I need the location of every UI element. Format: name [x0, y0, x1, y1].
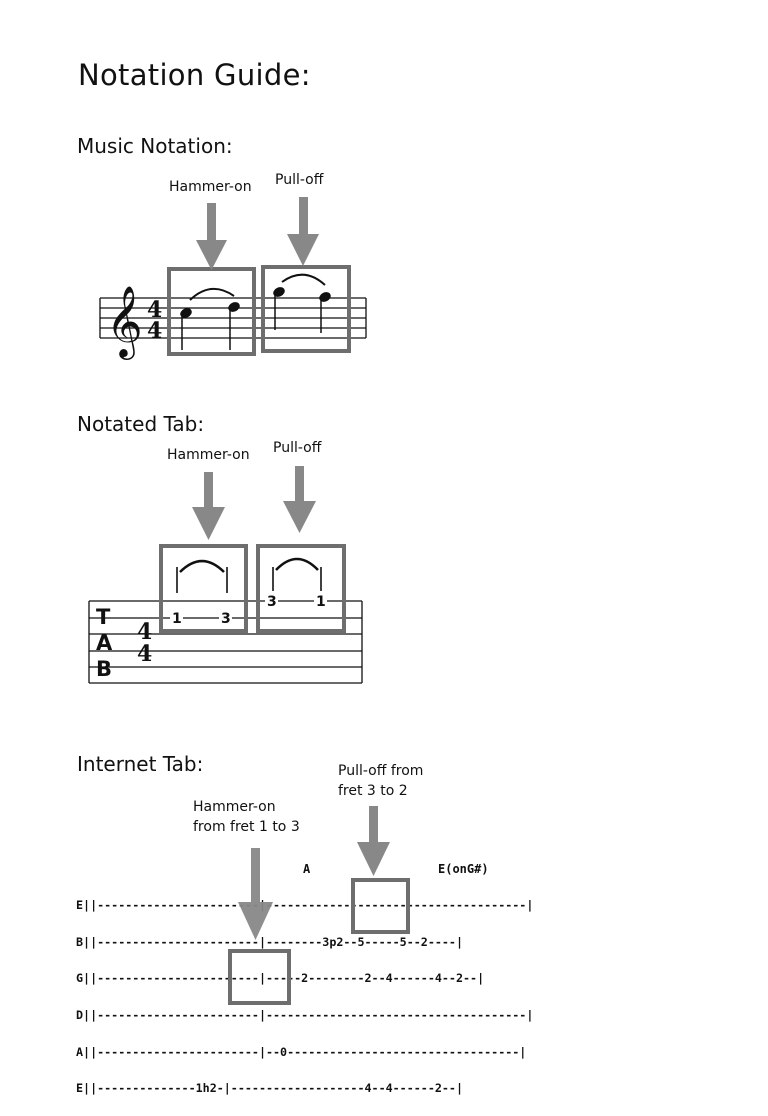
tab-hammer-to-fret: 3 [221, 611, 231, 627]
tab-line-b: B||-----------------------|--------3p2--… [76, 934, 464, 949]
tab-hammer-on-label: Hammer-on [167, 447, 250, 463]
internet-hammer-on-label: Hammer-on from fret 1 to 3 [193, 799, 300, 835]
music-notation-diagram: 𝄞 4 4 [99, 197, 367, 360]
tab-time-sig-top: 4 [137, 619, 152, 645]
music-pull-off-arrow [287, 197, 319, 266]
tab-line-d: D||-----------------------|-------------… [76, 1008, 534, 1023]
tab-time-sig-bottom: 4 [137, 641, 152, 667]
internet-hammer-on-arrow [238, 848, 273, 940]
chord-label-e-on-g-sharp: E(onG#) [438, 862, 489, 876]
pull-off-notes [273, 273, 331, 333]
internet-pull-off-arrow [357, 806, 390, 876]
tab-hammer-from-fret: 1 [172, 611, 182, 627]
tab-pull-off-box [256, 544, 346, 633]
music-pull-off-box [261, 265, 351, 353]
treble-clef-icon: 𝄞 [106, 284, 143, 360]
hammer-on-notes [180, 288, 240, 350]
tab-pull-off-arrow [283, 466, 316, 533]
internet-hammer-on-box [228, 949, 291, 1005]
tab-letter-b: B [96, 657, 112, 681]
music-time-sig-bottom: 4 [147, 318, 162, 344]
music-pull-off-label: Pull-off [275, 172, 324, 188]
notated-tab-heading: Notated Tab: [77, 412, 205, 436]
music-hammer-on-label: Hammer-on [169, 179, 252, 195]
internet-pull-off-label: Pull-off from fret 3 to 2 [338, 763, 424, 799]
tab-hammer-on-arrow [192, 472, 225, 540]
tab-letter-a: A [96, 631, 113, 655]
tab-pull-off-label: Pull-off [273, 440, 322, 456]
tab-letter-t: T [96, 605, 111, 629]
internet-tab-overlay [228, 806, 410, 1005]
internet-pull-off-box [351, 878, 410, 934]
music-hammer-on-arrow [196, 203, 227, 270]
chord-label-a: A [303, 862, 311, 876]
page-title: Notation Guide: [78, 58, 311, 92]
tab-line-high-e: E||-----------------------|-------------… [76, 898, 534, 913]
tab-hammer-on-box [159, 544, 248, 633]
tab-pull-to-fret: 1 [316, 594, 326, 610]
tab-line-low-e: E||--------------1h2-|------------------… [76, 1081, 464, 1096]
tab-pull-from-fret: 3 [267, 594, 277, 610]
tab-line-a: A||-----------------------|--0----------… [76, 1044, 527, 1059]
music-time-sig-top: 4 [147, 297, 162, 323]
internet-tab-heading: Internet Tab: [77, 752, 204, 776]
music-notation-heading: Music Notation: [77, 134, 233, 158]
tab-line-g: G||-----------------------|-----2-------… [76, 971, 485, 986]
notated-tab-diagram: T A B 4 4 1 3 3 1 [88, 466, 363, 684]
